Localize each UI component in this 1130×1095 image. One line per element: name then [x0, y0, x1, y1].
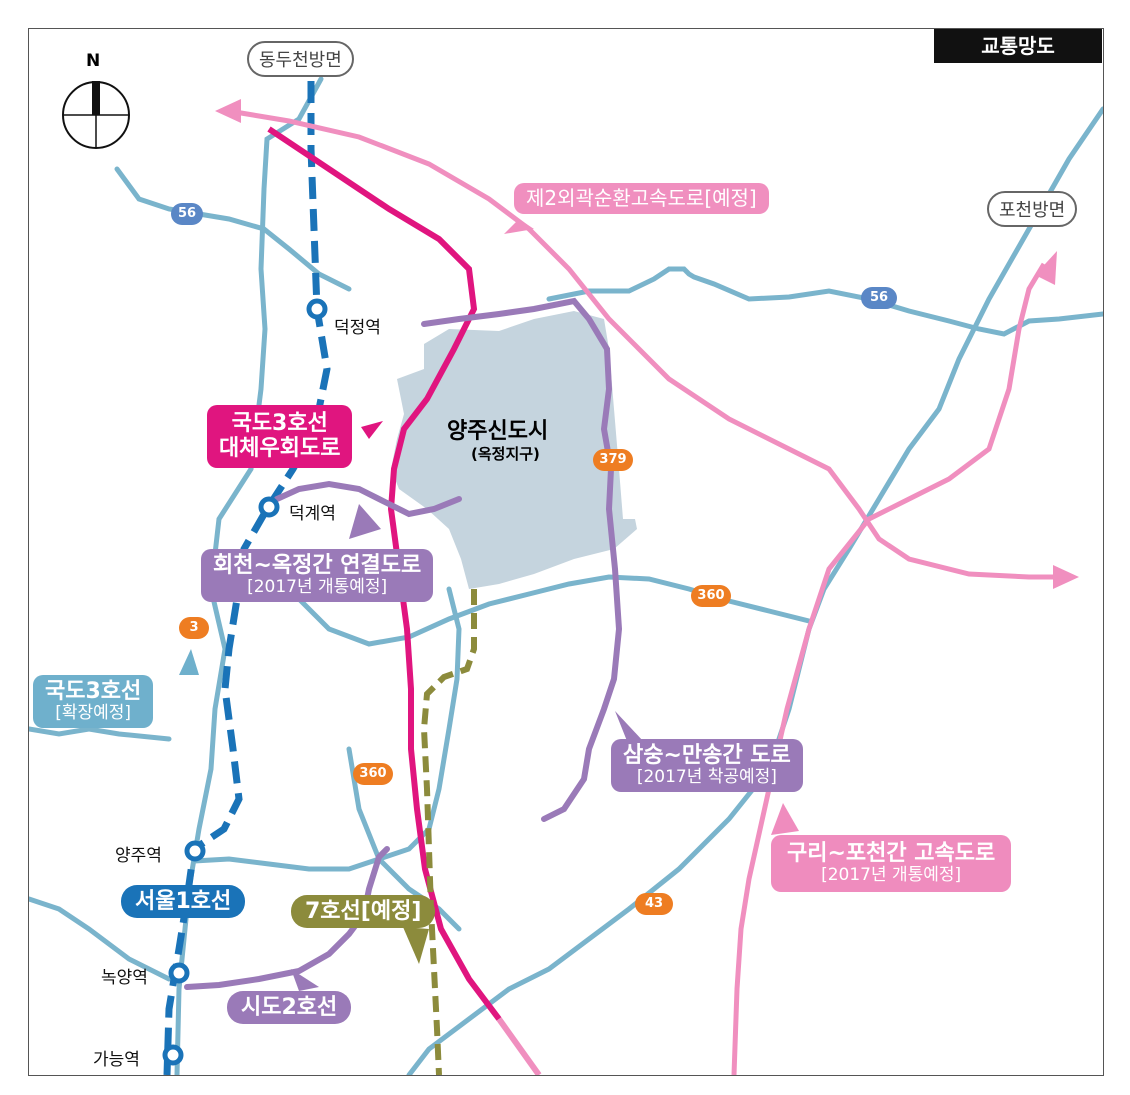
road-shield-56-west: 56	[171, 203, 203, 225]
arrow-northeast	[1035, 251, 1057, 285]
callout-guri-line1: 구리~포천간 고속도로	[787, 841, 996, 866]
road-sido-2	[184, 846, 390, 990]
callout-route3-line2: [확장예정]	[55, 703, 132, 724]
callout-bypass-line1: 국도3호선	[231, 411, 328, 436]
callout-samsung-mansong: 삼숭~만송간 도로 [2017년 착공예정]	[611, 739, 803, 792]
bypass-route-3	[267, 126, 502, 1021]
map-frame: 교통망도 N 동두천방면 포천방면 양주신도시 (옥정지구) 덕정역 덕계역 양…	[28, 28, 1104, 1076]
callout-bypass-route-3: 국도3호선 대체우회도로	[207, 405, 353, 468]
callout-route3-line1: 국도3호선	[45, 679, 142, 704]
pointer-route3	[179, 649, 199, 675]
pointer-line7	[403, 927, 429, 964]
district-area	[391, 311, 637, 589]
road-hoecheon-okjeong	[274, 480, 462, 518]
district-subtitle: (옥정지구)	[471, 445, 540, 463]
road-360-south	[346, 746, 462, 932]
callout-expressway-2nd-outer: 제2외곽순환고속도로[예정]	[514, 183, 769, 214]
expressway-2nd-outer	[228, 108, 1069, 580]
station-marker-ganeung	[162, 1044, 184, 1066]
road-56-east	[546, 266, 1103, 337]
station-label-ganeung: 가능역	[93, 1050, 140, 1070]
callout-route-3-expansion: 국도3호선 [확장예정]	[33, 675, 154, 728]
callout-hoecheon-okjeong: 회천~옥정간 연결도로 [2017년 개통예정]	[201, 549, 434, 602]
station-label-deokgye: 덕계역	[289, 504, 336, 524]
station-label-deokjeong: 덕정역	[334, 318, 381, 338]
callout-sido-2: 시도2호선	[227, 991, 352, 1025]
arrow-east	[1053, 565, 1079, 589]
callout-guri-pocheon: 구리~포천간 고속도로 [2017년 개통예정]	[771, 835, 1012, 892]
direction-north: 동두천방면	[247, 41, 354, 77]
road-shield-360-west: 360	[353, 763, 393, 785]
callout-seoul-line-1: 서울1호선	[121, 885, 246, 919]
callout-samsung-line1: 삼숭~만송간 도로	[623, 743, 791, 768]
callout-bypass-line2: 대체우회도로	[219, 436, 341, 462]
road-shield-56-east: 56	[861, 287, 897, 309]
map-canvas	[29, 49, 1103, 1075]
callout-guri-line2: [2017년 개통예정]	[821, 865, 962, 886]
compass-label: N	[86, 51, 101, 71]
pointer-hoecheon	[349, 504, 381, 539]
station-marker-nogyang	[168, 962, 190, 984]
road-ne-diagonal	[406, 106, 1103, 1075]
road-west-branch	[29, 726, 172, 742]
road-shield-379: 379	[593, 449, 633, 471]
pointer-expressway	[504, 219, 534, 234]
arrow-west	[215, 99, 241, 123]
map-title: 교통망도	[934, 29, 1102, 63]
road-56-west	[114, 166, 352, 292]
callout-samsung-line2: [2017년 착공예정]	[636, 767, 777, 788]
station-marker-deokgye	[258, 496, 280, 518]
expressway-guri-pocheon	[731, 262, 1047, 1075]
station-label-nogyang: 녹양역	[101, 968, 148, 988]
road-shield-3: 3	[179, 617, 209, 639]
road-shield-43: 43	[635, 893, 673, 915]
subway-line-7	[420, 589, 477, 1075]
direction-northeast: 포천방면	[987, 191, 1078, 227]
station-label-yangju: 양주역	[115, 846, 162, 866]
callout-line-7: 7호선[예정]	[291, 895, 436, 929]
callout-hoecheon-line2: [2017년 개통예정]	[247, 577, 388, 598]
pointer-sido2	[291, 969, 319, 991]
station-marker-deokjeong	[306, 298, 328, 320]
station-marker-yangju	[184, 840, 206, 862]
callout-hoecheon-line1: 회천~옥정간 연결도로	[213, 553, 422, 578]
compass-rose	[62, 81, 130, 149]
district-name: 양주신도시	[447, 419, 549, 444]
road-inner	[191, 586, 462, 872]
road-sw	[29, 896, 172, 982]
pointer-guri	[771, 803, 799, 835]
road-shield-360-east: 360	[691, 585, 731, 607]
pointer-bypass	[361, 421, 383, 439]
